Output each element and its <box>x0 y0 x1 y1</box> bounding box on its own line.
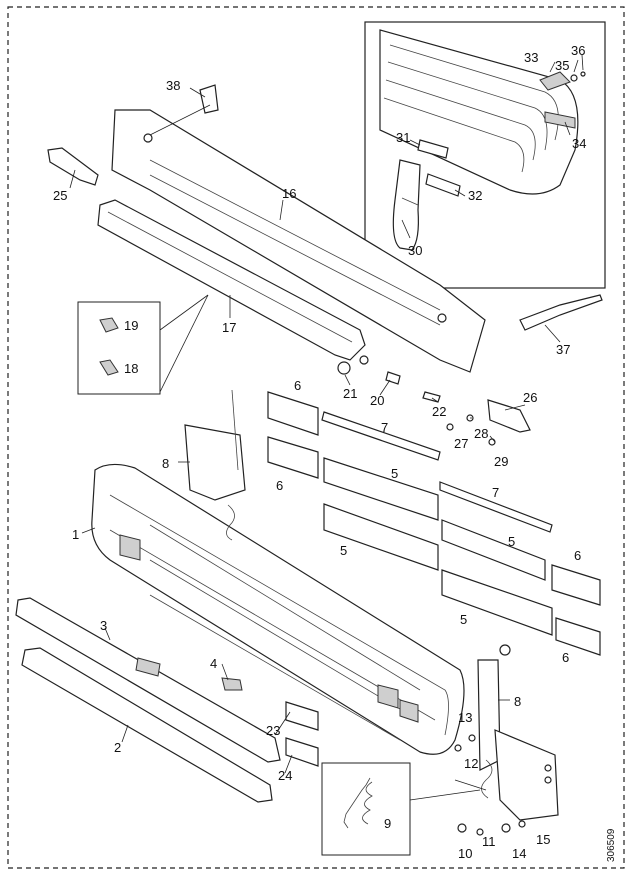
callout-22: 22 <box>432 404 446 419</box>
callout-33: 33 <box>524 50 538 65</box>
outer-dashed-border <box>7 6 625 869</box>
callout-32: 32 <box>468 188 482 203</box>
callout-31: 31 <box>396 130 410 145</box>
bracket-26 <box>487 399 531 433</box>
seal-strips <box>267 391 601 656</box>
callout-21: 21 <box>343 386 357 401</box>
callout-30: 30 <box>408 243 422 258</box>
screw-14 <box>501 823 511 833</box>
pad-24 <box>285 737 319 767</box>
callout-8-upper: 8 <box>162 456 169 471</box>
callout-15: 15 <box>536 832 550 847</box>
callout-14: 14 <box>512 846 526 861</box>
hinge-8-lower <box>477 644 559 821</box>
bolt-22 <box>422 391 441 403</box>
callout-28: 28 <box>474 426 488 441</box>
callout-13: 13 <box>458 710 472 725</box>
callout-17: 17 <box>222 320 236 335</box>
callout-5-d: 5 <box>460 612 467 627</box>
callout-6-c: 6 <box>574 548 581 563</box>
callout-5-c: 5 <box>508 534 515 549</box>
pad-23 <box>285 701 319 731</box>
nut-21 <box>337 361 351 375</box>
bracket-4 <box>221 677 243 691</box>
callout-6-b: 6 <box>276 478 283 493</box>
bracket-37 <box>519 294 603 331</box>
callout-29: 29 <box>494 454 508 469</box>
callout-12: 12 <box>464 756 478 771</box>
callout-38: 38 <box>166 78 180 93</box>
spring-detail-frame <box>321 762 411 856</box>
clip-18 <box>99 359 119 376</box>
callout-27: 27 <box>454 436 468 451</box>
callout-7-a: 7 <box>381 420 388 435</box>
clip-19 <box>99 317 119 333</box>
callout-9: 9 <box>384 816 391 831</box>
callout-34: 34 <box>572 136 586 151</box>
callout-6-a: 6 <box>294 378 301 393</box>
leader-lines <box>69 54 584 801</box>
callout-19: 19 <box>124 318 138 333</box>
callout-labels: 38 25 16 17 19 18 21 20 22 27 28 29 26 3… <box>53 43 586 861</box>
lower-trim-3 <box>15 597 281 763</box>
spring-9 <box>343 777 373 829</box>
callout-18: 18 <box>124 361 138 376</box>
callout-6-d: 6 <box>562 650 569 665</box>
clip-detail-frame <box>77 301 161 395</box>
callout-5-b: 5 <box>340 543 347 558</box>
figure-code: 306509 <box>606 828 617 862</box>
washer-15 <box>518 820 526 828</box>
bracket-25 <box>47 147 99 186</box>
callout-5-a: 5 <box>391 466 398 481</box>
callout-25: 25 <box>53 188 67 203</box>
callout-35: 35 <box>555 58 569 73</box>
washer-13 <box>468 734 476 742</box>
screw-29 <box>488 438 496 446</box>
callout-36: 36 <box>571 43 585 58</box>
upper-grille-panel <box>111 109 486 373</box>
callout-4: 4 <box>210 656 217 671</box>
callout-24: 24 <box>278 768 292 783</box>
callout-2: 2 <box>114 740 121 755</box>
callout-10: 10 <box>458 846 472 861</box>
main-grille-frame <box>91 463 465 755</box>
callout-11: 11 <box>482 834 496 849</box>
washer-21 <box>359 355 369 365</box>
trim-3-notch <box>135 657 161 677</box>
bracket-38 <box>199 84 219 114</box>
callout-8-lower: 8 <box>514 694 521 709</box>
callout-1: 1 <box>72 527 79 542</box>
callout-26: 26 <box>523 390 537 405</box>
screw-27 <box>446 423 454 431</box>
callout-16: 16 <box>282 186 296 201</box>
lower-trim-2 <box>21 647 273 803</box>
callout-7-b: 7 <box>492 485 499 500</box>
callout-37: 37 <box>556 342 570 357</box>
inset-grille-corner <box>379 29 586 251</box>
screw-12 <box>454 744 462 752</box>
upper-trim-strip <box>97 199 366 361</box>
bolt-10 <box>457 823 467 833</box>
hinge-8-upper <box>184 389 246 541</box>
washer-11 <box>476 828 484 836</box>
callout-20: 20 <box>370 393 384 408</box>
callout-23: 23 <box>266 723 280 738</box>
callout-3: 3 <box>100 618 107 633</box>
